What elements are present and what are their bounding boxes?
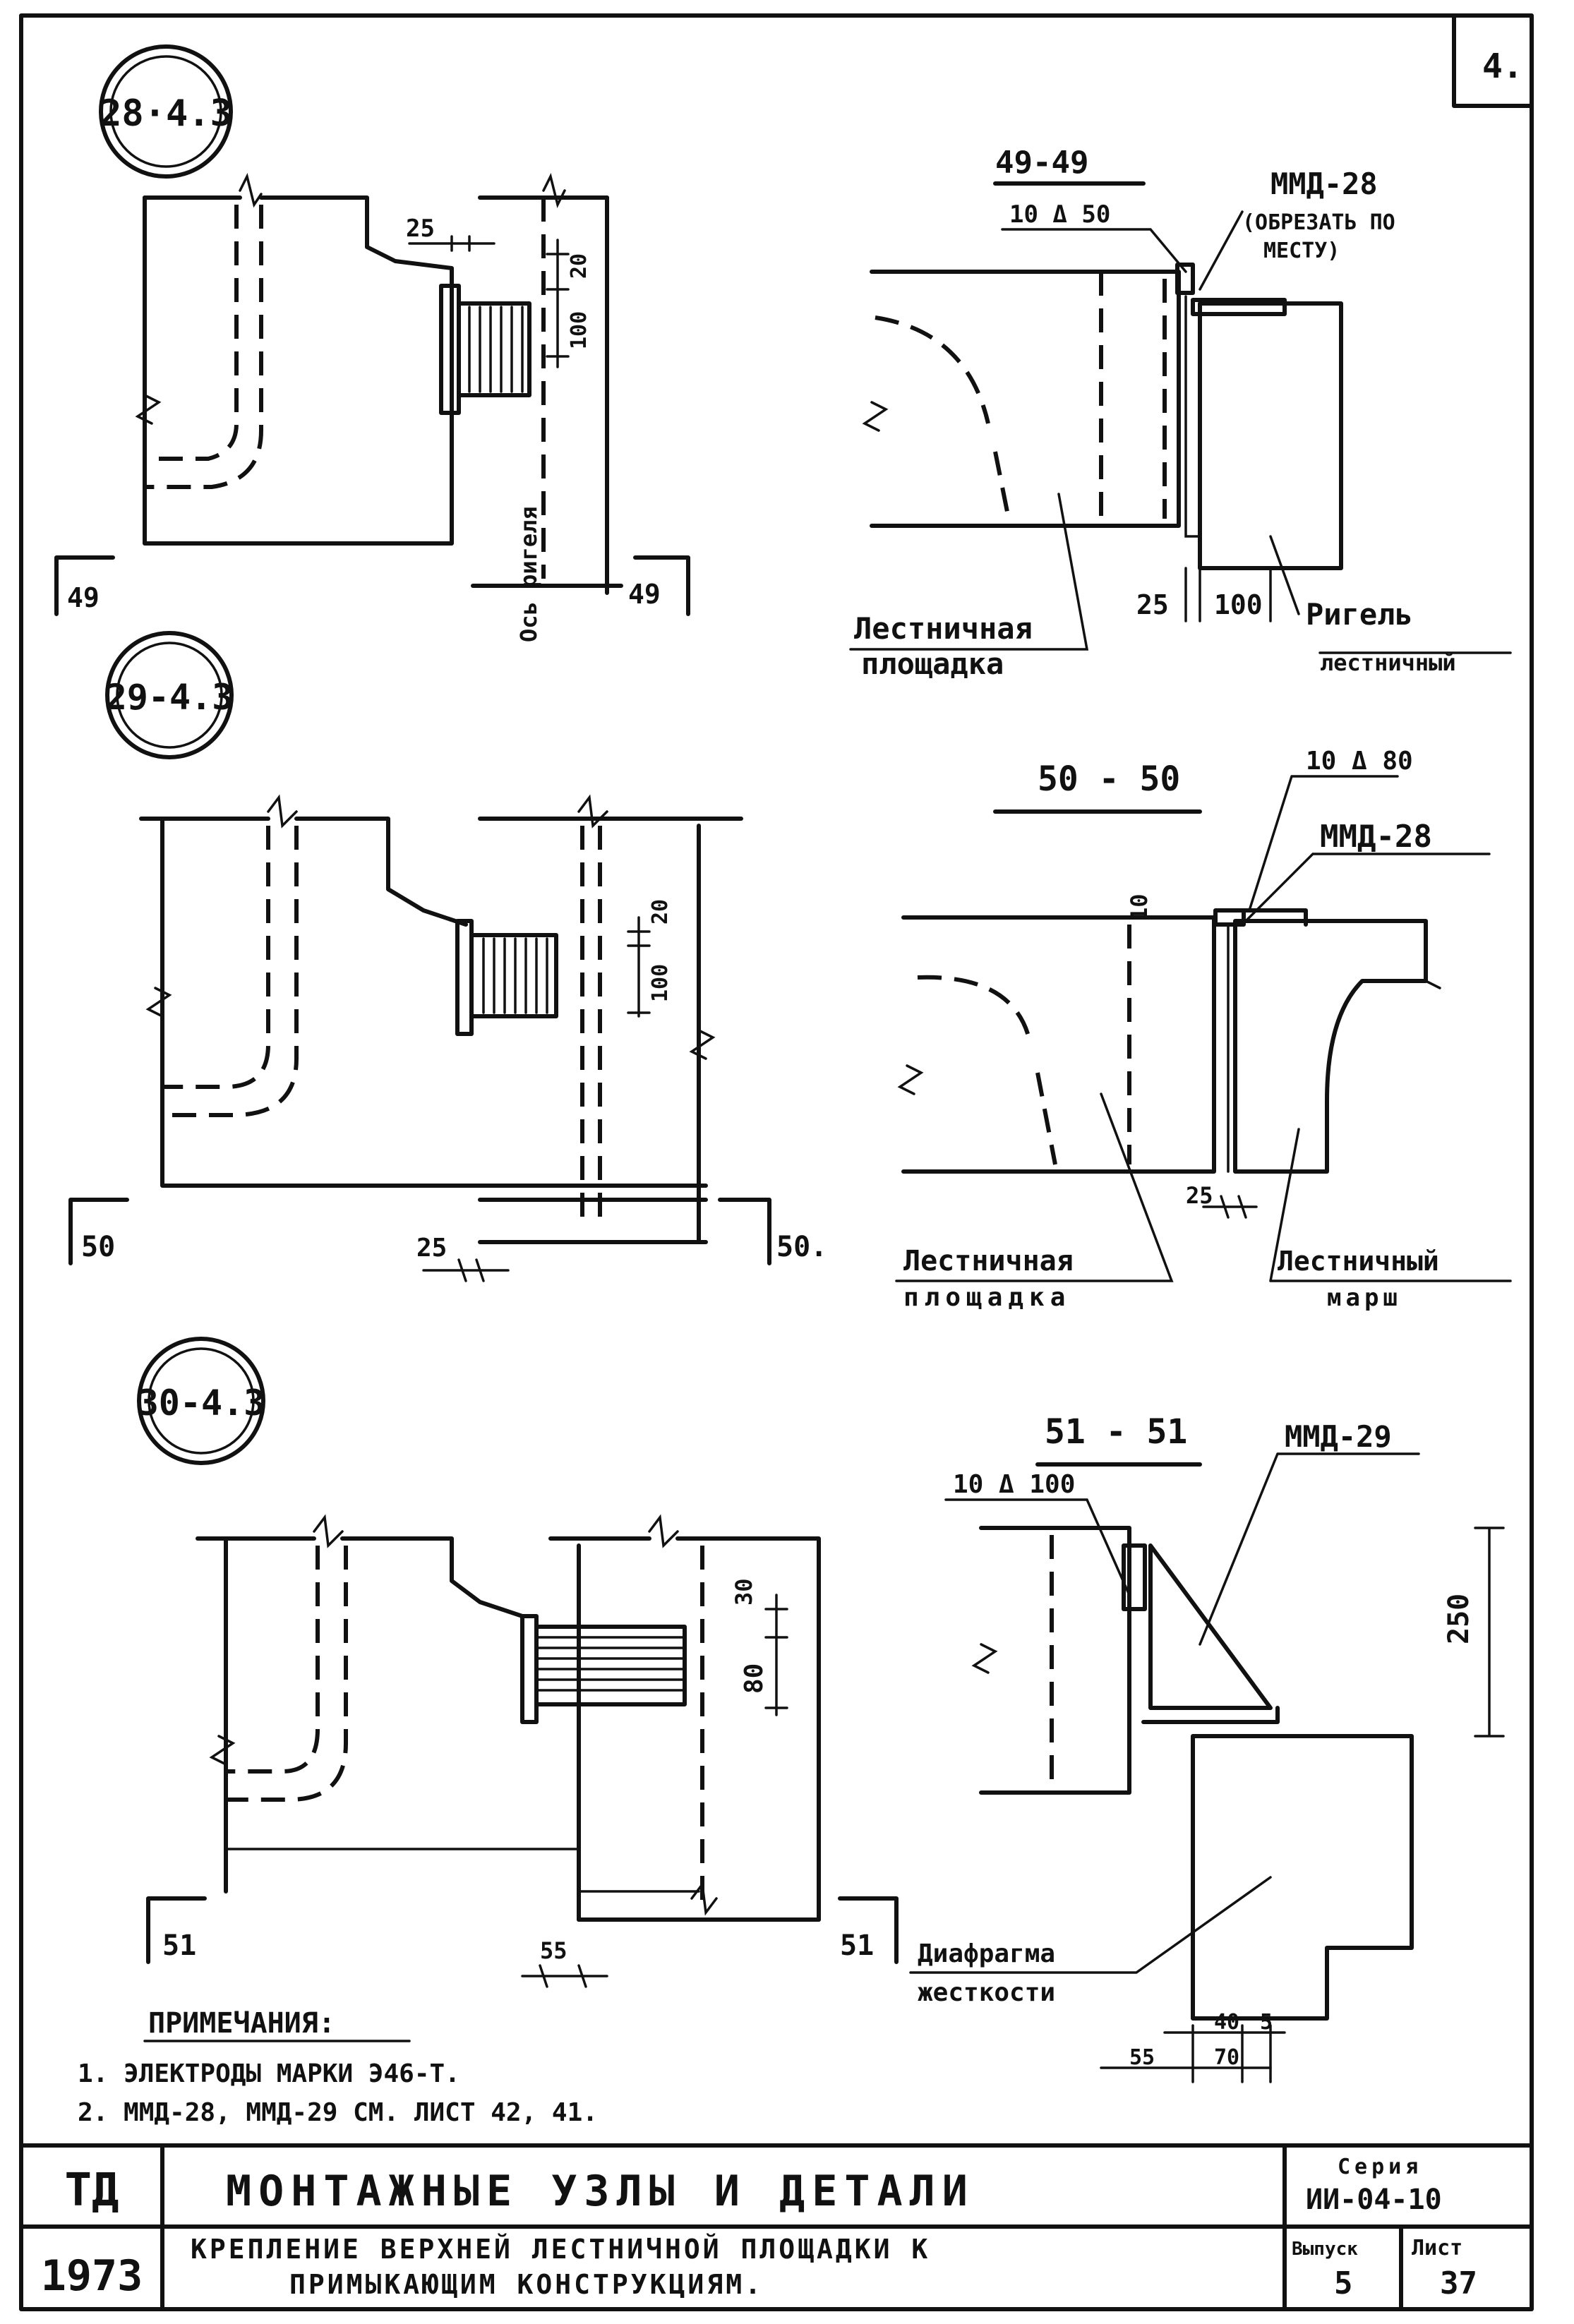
svg-text:10 Δ 100: 10 Δ 100	[953, 1470, 1075, 1499]
svg-text:площадка: площадка	[861, 646, 1004, 681]
svg-text:55: 55	[540, 1937, 567, 1964]
sheet-number: 4.	[1482, 47, 1523, 86]
svg-text:ММД-28: ММД-28	[1270, 167, 1378, 201]
section-49: 49-49 10 Δ 50 ММД-28 (ОБРЕЗАТЬ ПО МЕСТУ)…	[849, 145, 1512, 681]
elevation-30: 30 80 55 51 51	[146, 1514, 899, 1988]
issue-label: Выпуск	[1292, 2239, 1358, 2260]
callout-circle-28	[99, 44, 233, 179]
landing-slab	[870, 270, 1181, 528]
stair-beam	[1198, 301, 1343, 570]
title-block-subtitle-1: КРЕПЛЕНИЕ ВЕРХНЕЙ ЛЕСТНИЧНОЙ ПЛОЩАДКИ К	[191, 2234, 930, 2265]
svg-text:51: 51	[162, 1929, 196, 1962]
svg-text:50 - 50: 50 - 50	[1038, 759, 1180, 799]
svg-text:50: 50	[81, 1231, 115, 1263]
detail-28: 28·4.3	[54, 44, 1512, 681]
callout-29: 29-4.3	[106, 677, 234, 718]
svg-text:10 Δ 50: 10 Δ 50	[1009, 200, 1110, 229]
svg-text:25: 25	[406, 215, 435, 243]
svg-text:100: 100	[648, 964, 673, 1002]
svg-text:50.: 50.	[776, 1231, 827, 1263]
svg-text:10 Δ 80: 10 Δ 80	[1306, 747, 1413, 776]
svg-text:Диафрагма: Диафрагма	[918, 1939, 1055, 1968]
stiffening-diaphragm	[1191, 1734, 1414, 2021]
svg-text:49: 49	[67, 582, 100, 613]
section-51: 51 - 51 10 Δ 100 ММД-29 250 40 5 55	[909, 1412, 1505, 2083]
svg-text:51: 51	[840, 1929, 874, 1962]
svg-text:ММД-29: ММД-29	[1285, 1419, 1392, 1454]
svg-text:100: 100	[1214, 589, 1263, 620]
svg-text:Лестничная: Лестничная	[903, 1245, 1074, 1277]
svg-text:Лестничная: Лестничная	[854, 611, 1033, 646]
svg-text:25: 25	[1186, 1182, 1213, 1209]
svg-text:(ОБРЕЗАТЬ ПО: (ОБРЕЗАТЬ ПО	[1242, 210, 1395, 235]
title-block-code: ТД	[64, 2165, 119, 2217]
svg-text:20: 20	[567, 253, 591, 279]
svg-text:250: 250	[1443, 1594, 1475, 1644]
svg-text:марш: марш	[1327, 1284, 1402, 1312]
issue-value: 5	[1334, 2265, 1353, 2301]
svg-text:51 - 51: 51 - 51	[1045, 1412, 1187, 1452]
svg-text:25: 25	[416, 1234, 447, 1263]
note-2: 2. ММД-28, ММД-29 СМ. ЛИСТ 42, 41.	[78, 2098, 598, 2127]
landing-slab-50	[901, 915, 1216, 1174]
sheet-value: 37	[1440, 2265, 1477, 2301]
notes: ПРИМЕЧАНИЯ: 1. ЭЛЕКТРОДЫ МАРКИ Э46-Т. 2.…	[78, 2007, 598, 2127]
svg-text:10: 10	[1126, 893, 1153, 921]
sheet-frame	[19, 13, 1534, 2311]
svg-text:МЕСТУ): МЕСТУ)	[1263, 239, 1340, 263]
elevation-28: 25 20 100 Ось ригеля 49 49	[54, 172, 690, 642]
svg-text:ММД-28: ММД-28	[1320, 819, 1432, 855]
svg-text:40: 40	[1214, 2010, 1239, 2035]
stair-flight	[1233, 919, 1428, 1174]
series-label: Серия	[1338, 2155, 1422, 2179]
detail-29: 29-4.3	[68, 631, 1512, 1312]
callout-30: 30-4.3	[138, 1383, 265, 1423]
svg-text:49-49: 49-49	[995, 145, 1088, 181]
svg-text:25: 25	[1136, 589, 1169, 620]
svg-text:Ригель: Ригель	[1306, 597, 1413, 632]
notes-heading: ПРИМЕЧАНИЯ:	[148, 2007, 335, 2040]
axis-label: Ось ригеля	[515, 506, 542, 642]
title-block: ТД 1973 МОНТАЖНЫЕ УЗЛЫ И ДЕТАЛИ КРЕПЛЕНИ…	[19, 2143, 1534, 2311]
title-block-title: МОНТАЖНЫЕ УЗЛЫ И ДЕТАЛИ	[226, 2167, 975, 2216]
title-block-subtitle-2: ПРИМЫКАЮЩИМ КОНСТРУКЦИЯМ.	[289, 2269, 764, 2300]
callout-circle-29	[105, 631, 234, 759]
svg-text:70: 70	[1214, 2045, 1239, 2070]
series-value: ИИ-04-10	[1306, 2184, 1442, 2216]
weld-28	[457, 301, 531, 397]
svg-text:30: 30	[731, 1578, 757, 1606]
elevation-29: 20 100 25 50 50.	[68, 794, 827, 1282]
note-1: 1. ЭЛЕКТРОДЫ МАРКИ Э46-Т.	[78, 2059, 460, 2088]
sheet-label: Лист	[1412, 2236, 1462, 2260]
svg-text:Лестничный: Лестничный	[1278, 1246, 1439, 1277]
detail-30: 30-4.3	[137, 1337, 1505, 2083]
landing-slab-51	[979, 1526, 1131, 1795]
svg-text:100: 100	[567, 311, 591, 349]
callout-circle-30	[137, 1337, 265, 1465]
callout-28: 28·4.3	[100, 92, 232, 135]
svg-text:55: 55	[1129, 2045, 1155, 2070]
svg-text:49: 49	[628, 579, 661, 610]
svg-text:жесткости: жесткости	[918, 1978, 1055, 2007]
svg-text:5: 5	[1260, 2010, 1273, 2035]
title-block-year: 1973	[41, 2251, 143, 2301]
svg-text:80: 80	[740, 1663, 769, 1694]
bracket-mmd29	[1148, 1543, 1273, 1710]
svg-text:площадка: площадка	[903, 1283, 1071, 1312]
sheet-number-box: 4.	[1452, 13, 1534, 108]
section-50: 50 - 50 10 Δ 80 ММД-28 10 25 Лестничн	[895, 747, 1512, 1312]
svg-text:20: 20	[648, 899, 673, 925]
